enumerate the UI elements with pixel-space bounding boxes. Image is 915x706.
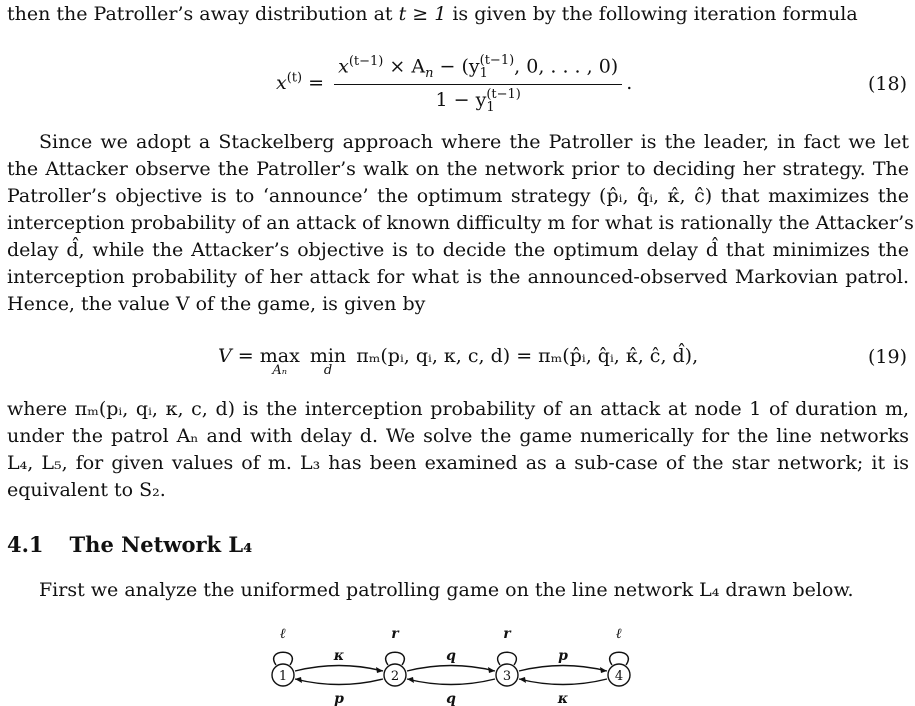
intro-condition: t ≥ 1 [398,3,447,25]
where-line-1: where πₘ(pᵢ, qᵢ, κ, c, d) is the interce… [7,398,909,420]
loop-label-3: r [503,626,512,642]
equation-18-number: (18) [867,73,907,95]
node-label-1: 1 [279,669,287,684]
line-network-diagram: 1 2 3 4 ℓ r r ℓ κ q p p q κ [271,626,631,706]
arrowhead-3-2 [407,677,414,683]
eq18-num-c-sub: 1 [479,66,488,82]
loop-node-4 [609,651,629,666]
lower-label-2-3: q [446,691,456,706]
section-number: 4.1 [7,532,44,557]
arrowhead-4-3 [519,677,526,683]
edge-lower-3-4 [518,678,608,686]
stackelberg-line-2: the Attacker observe the Patroller’s wal… [7,158,909,180]
eq18-den-a: 1 − y [435,89,487,112]
loop-label-2: r [391,626,400,642]
eq18-lhs-sup: (t) [286,70,303,86]
node-2-circle [383,663,407,687]
node-label-3: 3 [503,669,511,684]
eq19-max-sub: Aₙ [272,363,288,378]
upper-label-3-4: p [558,648,568,664]
edge-upper-3-4 [518,664,608,672]
arrowhead-2-1 [295,677,302,683]
node-3-circle [495,663,519,687]
section-title: The Network L₄ [69,532,253,557]
intro-text: then the Patroller’s away distribution a… [7,3,399,25]
arrowhead-3-4 [600,667,607,673]
eq18-num-b: × A [383,55,426,78]
first-paragraph: First we analyze the uniformed patrollin… [39,579,854,601]
eq18-num-supsub: (t−1)1 [480,54,515,80]
stackelberg-line-7: Hence, the value V of the game, is given… [7,293,426,315]
eq18-num-c: − (y [433,55,480,78]
equation-19-number: (19) [867,346,907,368]
eq18-lhs: x [276,72,287,95]
edge-upper-1-2 [294,664,384,672]
eq18-num-c-sup: (t−1) [479,53,515,69]
eq18-num-a-sup: (t−1) [348,54,384,69]
intro-text-end: is given by the following iteration form… [446,3,858,25]
loop-node-3 [497,651,517,666]
stackelberg-line-1: Since we adopt a Stackelberg approach wh… [39,131,909,153]
equation-18: x(t) = x(t−1) × An − (y(t−1)1, 0, . . . … [276,53,633,116]
eq18-num-b-sub: n [425,66,434,82]
where-line-3: L₄, L₅, for given values of m. L₃ has be… [7,452,909,474]
upper-label-2-3: q [446,648,456,664]
node-4-circle [607,663,631,687]
eq19-rhs: πₘ(pᵢ, qᵢ, κ, c, d) = πₘ(p̂ᵢ, q̂ᵢ, κ̂, ĉ… [356,345,699,367]
loop-node-1 [273,651,293,666]
eq19-max-label: max [259,345,300,367]
lower-label-1-2: p [334,691,344,706]
eq18-num-a: x [338,55,349,78]
stackelberg-line-4: interception probability of an attack of… [7,212,914,234]
where-line-2: under the patrol Aₙ and with delay d. We… [7,425,909,447]
arrowhead-2-3 [488,667,495,673]
eq19-min-label: min [309,345,347,367]
arrowhead-1-2 [376,667,383,673]
stackelberg-line-6: interception probability of her attack f… [7,266,909,288]
intro-line: then the Patroller’s away distribution a… [7,2,909,26]
eq18-den-sup: (t−1) [486,87,521,103]
edge-lower-2-3 [406,678,496,686]
edge-lower-1-2 [294,678,384,686]
section-heading: 4.1 The Network L₄ [7,532,252,557]
node-label-2: 2 [391,669,399,684]
eq18-den-supsub: (t−1)1 [486,88,521,114]
node-1-circle [271,663,295,687]
eq18-equals: = [308,72,331,95]
loop-label-4: ℓ [616,626,622,642]
eq18-num-d: , 0, . . . , 0) [514,55,619,78]
eq18-numerator: x(t−1) × An − (y(t−1)1, 0, . . . , 0) [334,54,623,86]
lower-label-3-4: κ [557,691,569,706]
stackelberg-line-5: delay d̂, while the Attacker’s objective… [7,239,909,261]
eq18-fraction: x(t−1) × An − (y(t−1)1, 0, . . . , 0) 1 … [334,54,623,114]
loop-node-2 [385,651,405,666]
where-line-4: equivalent to S₂. [7,479,166,501]
edge-upper-2-3 [406,664,496,672]
loop-label-1: ℓ [280,626,286,642]
stackelberg-line-3: Patroller’s objective is to ‘announce’ t… [7,185,909,207]
eq19-lhs: V = [218,345,260,367]
eq18-den-sub: 1 [486,100,495,116]
node-label-4: 4 [615,669,623,684]
upper-label-1-2: κ [333,648,345,664]
eq19-min-sub: d [323,363,333,378]
eq18-denominator: 1 − y(t−1)1 [435,85,520,114]
